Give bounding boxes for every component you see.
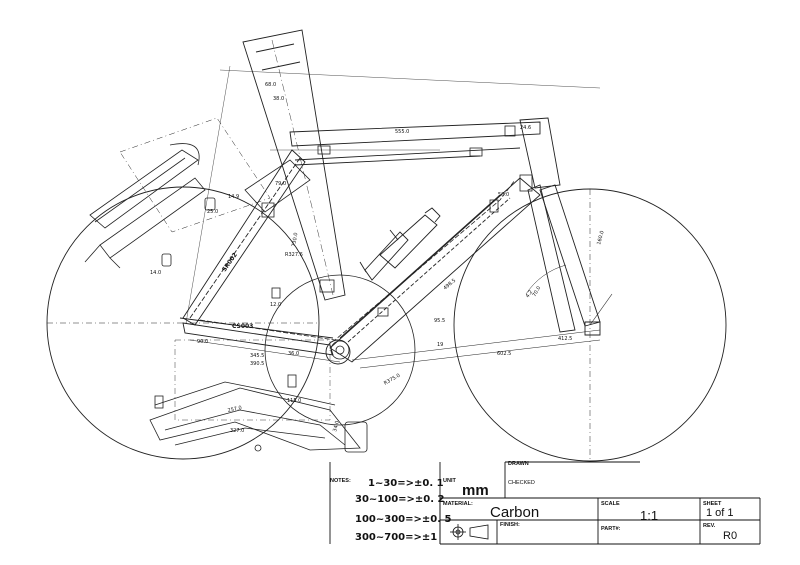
note-line-1: 1~30=>±0. 1 [368,478,444,489]
dim-chainstay: 412.5 [558,336,572,342]
dim-g: 19 [437,342,443,348]
part-label: PART#: [601,526,621,532]
projection-symbol-icon [450,524,489,540]
chainstay-detail-view [149,339,368,453]
scale-value: 1:1 [640,508,658,523]
dim-seat-tube: 730.0 [291,232,299,247]
fittings [261,125,533,317]
part-code-cs: CS003 [232,323,253,330]
finish-label: FINISH: [500,522,520,528]
unit-label: UNIT [443,478,456,484]
dim-a: 68.0 [265,82,276,88]
dim-top-tube: 555.0 [395,129,409,135]
dim-d: 79.0 [275,181,286,187]
dim-q: 90.0 [197,339,208,345]
dim-l: 327.0 [230,428,244,434]
cable-routing-line [199,179,516,341]
dim-p: 36.0 [288,351,299,357]
dim-bb-width: 95.5 [434,318,445,324]
dim-h: 4.2 [525,289,534,299]
rev-value: R0 [723,530,737,542]
dim-u: 50.0 [498,192,509,198]
sheet-value: 1 of 1 [706,507,734,519]
note-line-2: 30~100=>±0. 2 [355,494,445,505]
title-block [329,461,761,545]
unit-value: mm [462,482,489,499]
dim-f: 25.0 [207,209,218,215]
material-value: Carbon [490,504,539,521]
dim-v: 14.9 [228,194,239,200]
dim-n: 160.0 [596,230,606,245]
dim-i: 345.5 [250,353,264,359]
dim-w: 34.0 [332,420,341,432]
dim-j: 390.5 [250,361,264,367]
frame-tubes [179,29,601,369]
seatstay-detail-view [84,117,311,269]
bottle-cage [359,207,441,281]
dim-b: 38.0 [273,96,284,102]
dim-k: 257.0 [227,405,242,414]
dim-r: 115.0 [287,398,301,404]
sheet-label: SHEET [703,501,722,507]
dim-e: 24.6 [520,125,531,131]
dim-m: R375.0 [383,373,401,387]
dim-s: 12.0 [270,302,281,308]
notes-heading: NOTES: [330,478,351,484]
dim-t: 70.0 [532,285,543,298]
note-line-3: 100~300=>±0. 5 [355,514,452,525]
material-label: MATERIAL: [443,501,473,507]
checked-label: CHECKED [508,480,535,486]
title-block-text: NOTES: 1~30=>±0. 1 30~100=>±0. 2 100~300… [330,461,737,543]
dim-c: 14.0 [150,270,161,276]
dim-o: R327.6 [285,252,303,258]
note-line-4: 300~700=>±1 [355,532,437,543]
dim-down-tube: 602.5 [497,351,511,357]
scale-label: SCALE [601,501,620,507]
drawn-label: DRAWN [508,461,529,467]
rev-label: REV. [703,523,716,529]
